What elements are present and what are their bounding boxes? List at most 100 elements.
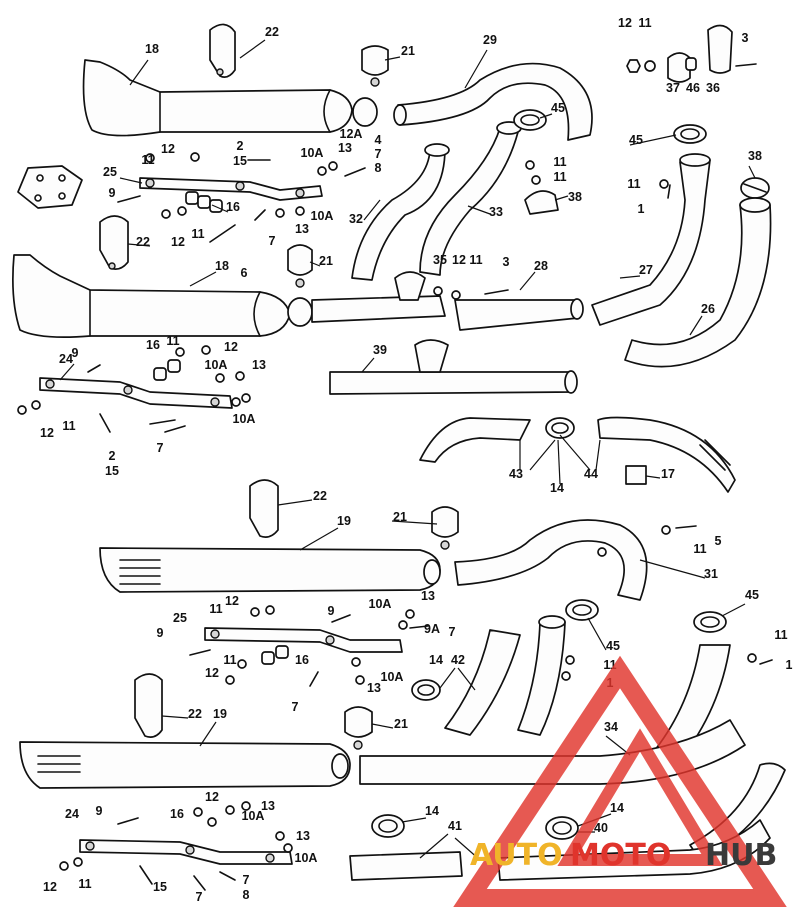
callout-label: 13 (338, 141, 352, 155)
gasket-45-low-right (693, 611, 727, 633)
callout-label: 10A (295, 851, 318, 865)
clamp-22-mid (99, 215, 129, 270)
callout-label: 7 (157, 441, 164, 455)
callout-label: 21 (393, 510, 407, 524)
callout-label: 16 (226, 200, 240, 214)
callout-label: 8 (243, 888, 250, 902)
callout-label: 13 (296, 829, 310, 843)
callout-label: 12 (171, 235, 185, 249)
callout-label: 2 (237, 139, 244, 153)
callout-label: 11 (553, 155, 566, 169)
callout-label: 11 (553, 170, 566, 184)
clamp-22-low-upper (249, 479, 279, 538)
callout-label: 7 (292, 700, 299, 714)
callout-label: 14 (550, 481, 564, 495)
callout-label: 8 (375, 161, 382, 175)
callout-label: 12 (205, 666, 219, 680)
clamp-22-top (209, 23, 236, 78)
callout-label: 5 (715, 534, 722, 548)
callout-label: 43 (509, 467, 523, 481)
callout-label: 26 (701, 302, 715, 316)
callout-label: 11 (78, 877, 91, 891)
callout-label: 10A (301, 146, 324, 160)
bushings-16-low (261, 645, 289, 665)
callout-label: 12 (205, 790, 219, 804)
callout-label: 6 (241, 266, 248, 280)
callout-label: 1 (786, 658, 793, 672)
callout-label: 12 (161, 142, 175, 156)
heat-shield-42 (444, 629, 521, 736)
callout-label: 19 (337, 514, 351, 528)
callout-label: 16 (146, 338, 160, 352)
callout-label: 33 (489, 205, 503, 219)
gasket-45-low-left (565, 599, 599, 621)
callout-label: 9 (72, 346, 79, 360)
callout-label: 1 (638, 202, 645, 216)
callout-label: 44 (584, 467, 598, 481)
clamp-21-mid (287, 244, 313, 288)
automotohub-watermark: AUTO MOTO HUB (453, 655, 787, 907)
callout-label: 9A (424, 622, 440, 636)
callout-label: 25 (103, 165, 117, 179)
clamp-21-top (361, 45, 389, 87)
bracket-25-top (139, 177, 323, 201)
bracket-24-mid (39, 377, 233, 409)
callout-label: 36 (706, 81, 720, 95)
header-pipe-32 (351, 143, 450, 281)
clamp-14-mid (545, 417, 575, 439)
callout-label: 45 (606, 639, 620, 653)
muffler-18-middle (12, 254, 313, 338)
callout-label: 21 (319, 254, 333, 268)
callout-label: 18 (215, 259, 229, 273)
callout-label: 16 (295, 653, 309, 667)
clamp-38 (524, 190, 559, 215)
connector-35-28 (311, 271, 584, 331)
callout-label: 12 (224, 340, 238, 354)
callout-label: 12A (340, 127, 363, 141)
clamp-21-low (344, 706, 373, 750)
callout-label: 12 (43, 880, 57, 894)
callout-label: 11 (469, 253, 482, 267)
callout-label: 29 (483, 33, 497, 47)
bushings-16-top (185, 191, 223, 213)
muffler-19-lower (19, 741, 351, 789)
callout-label: 10A (242, 809, 265, 823)
callout-label: 35 (433, 253, 447, 267)
callout-label: 24 (65, 807, 79, 821)
callout-label: 12 (225, 594, 239, 608)
watermark-moto: MOTO (570, 838, 671, 873)
heat-shield-44 (597, 416, 736, 493)
callout-label: 14 (429, 653, 443, 667)
callout-label: 12 (40, 426, 54, 440)
callout-label: 42 (451, 653, 465, 667)
callout-label: 17 (661, 467, 675, 481)
header-pipe-27 (591, 153, 711, 326)
cap-38 (740, 177, 770, 199)
clamp-14-low (411, 679, 441, 701)
callout-label: 11 (774, 628, 787, 642)
label-17 (625, 465, 647, 485)
leader-lines (59, 39, 756, 861)
callout-label: 9 (109, 186, 116, 200)
callout-label: 40 (594, 821, 608, 835)
callout-label: 9 (328, 604, 335, 618)
callout-label: 45 (629, 133, 643, 147)
gasket-45-top (513, 109, 547, 131)
callout-label: 13 (367, 681, 381, 695)
callout-label: 4 (375, 133, 382, 147)
callout-label: 7 (449, 625, 456, 639)
callout-label: 27 (639, 263, 653, 277)
callout-label: 11 (166, 334, 179, 348)
callout-label: 34 (604, 720, 618, 734)
callout-label: 24 (59, 352, 73, 366)
callout-label: 13 (421, 589, 435, 603)
callout-label: 11 (627, 177, 640, 191)
callout-label: 13 (252, 358, 266, 372)
callout-label: 38 (748, 149, 762, 163)
callout-label: 38 (568, 190, 582, 204)
callout-label: 14 (610, 801, 624, 815)
callout-label: 3 (503, 255, 510, 269)
callout-label: 10A (233, 412, 256, 426)
callout-label: 41 (448, 819, 462, 833)
